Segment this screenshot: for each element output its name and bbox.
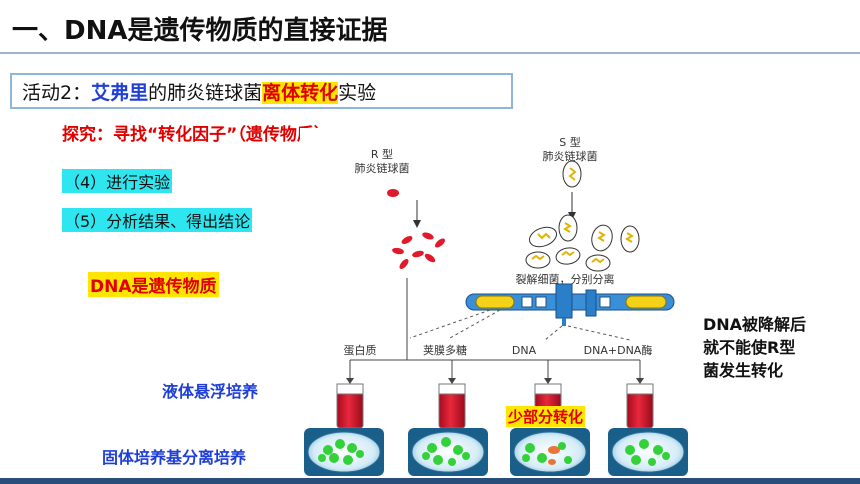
activity-suffix: 实验 bbox=[338, 82, 377, 104]
conclusion-label: DNA是遗传物质 bbox=[88, 272, 219, 297]
s-type-label-1: S 型 bbox=[559, 135, 580, 149]
activity-highlight: 离体转化 bbox=[262, 82, 339, 104]
s-bacteria-group bbox=[525, 214, 640, 272]
test-tube-1 bbox=[336, 383, 364, 429]
r-bacterium bbox=[387, 189, 399, 197]
component-protein: 蛋白质 bbox=[344, 343, 377, 357]
component-dna-dnase: DNA+DNA酶 bbox=[584, 344, 653, 357]
side-note: DNA被降解后 就不能使R型 菌发生转化 bbox=[703, 313, 806, 382]
activity-middle: 的肺炎链球菌 bbox=[148, 82, 263, 104]
step-4: （4）进行实验 bbox=[62, 169, 173, 193]
component-dna: DNA bbox=[512, 344, 537, 357]
side-note-line-2: 就不能使R型 bbox=[703, 338, 796, 357]
component-polysaccharide: 荚膜多糖 bbox=[423, 343, 467, 357]
r-type-label-1: R 型 bbox=[371, 147, 393, 161]
s-type-label-2: 肺炎链球菌 bbox=[543, 149, 598, 163]
test-tube-2 bbox=[438, 383, 466, 429]
liquid-culture-label: 液体悬浮培养 bbox=[162, 382, 259, 401]
side-note-line-1: DNA被降解后 bbox=[703, 315, 807, 334]
petri-dish-4 bbox=[608, 428, 688, 476]
petri-dish-1 bbox=[304, 428, 384, 476]
activity-prefix: 活动2： bbox=[22, 82, 92, 104]
activity-box bbox=[10, 73, 513, 109]
r-type-label-2: 肺炎链球菌 bbox=[355, 161, 410, 175]
test-tube-4 bbox=[626, 383, 654, 429]
separation-apparatus bbox=[465, 283, 675, 326]
arrow-r-head bbox=[413, 220, 421, 228]
lysis-label: 裂解细菌，分别分离 bbox=[516, 272, 615, 286]
petri-dish-2 bbox=[408, 428, 488, 476]
step-5: （5）分析结果、得出结论 bbox=[62, 208, 253, 232]
title-underline bbox=[0, 52, 860, 54]
side-note-line-3: 菌发生转化 bbox=[703, 361, 784, 380]
solid-culture-label: 固体培养基分离培养 bbox=[102, 448, 247, 467]
distribution-arrowheads bbox=[346, 378, 644, 384]
test-tube-3 bbox=[534, 383, 562, 409]
distribution-lines bbox=[349, 350, 641, 378]
bottom-bar bbox=[0, 478, 860, 484]
r-bacteria-group bbox=[392, 232, 445, 269]
activity-heading: 活动2：艾弗里的肺炎链球菌离体转化实验 bbox=[22, 78, 376, 105]
experiment-diagram: R 型 肺炎链球菌 S 型 肺炎链球菌 裂解细菌，分别分离 bbox=[300, 128, 688, 480]
separation-lines bbox=[409, 309, 631, 341]
scientist-name: 艾弗里 bbox=[91, 82, 149, 104]
petri-dish-3 bbox=[510, 428, 590, 476]
partial-transformation-label: 少部分转化 bbox=[506, 406, 586, 427]
explore-heading: 探究：寻找“转化因子”（遗传物质） bbox=[62, 125, 331, 145]
slide-title: 一、DNA是遗传物质的直接证据 bbox=[12, 16, 388, 46]
